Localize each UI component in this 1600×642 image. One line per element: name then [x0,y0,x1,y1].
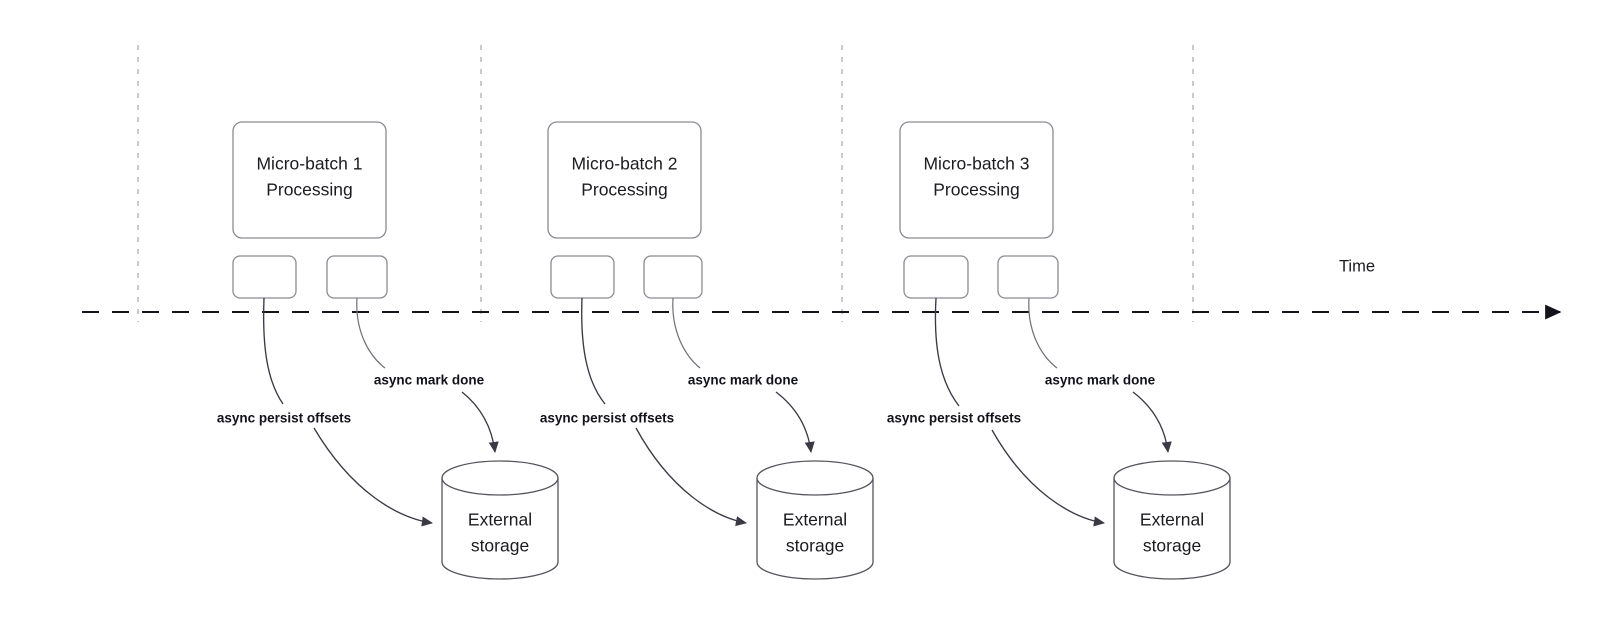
micro-batch-1-persist-connector-upper [262,297,284,405]
micro-batch-1-storage-label-line2: storage [471,536,529,556]
micro-batch-1-markdone-connector-upper [356,297,386,369]
micro-batch-3-storage-cylinder-body [1113,478,1231,580]
micro-batch-3-markdone-connector-lower [1132,391,1172,454]
micro-batch-3-external-storage[interactable]: External storage [1113,460,1231,580]
batch-group-2: Micro-batch 2 Processing async persist o… [540,121,874,580]
micro-batch-2-persist-label: async persist offsets [540,411,674,426]
micro-batch-2-title-line1: Micro-batch 2 [571,154,677,174]
batch-boundary-lines [137,45,1194,322]
micro-batch-1-persist-label: async persist offsets [217,411,351,426]
micro-batch-3-markdone-task-box[interactable] [997,255,1059,299]
micro-batch-2-persist-connector-upper [581,297,606,405]
micro-batch-1-external-storage[interactable]: External storage [441,460,559,580]
micro-batch-1-markdone-connector-lower [461,391,499,454]
micro-batch-3-storage-cylinder-top [1113,460,1231,496]
micro-batch-3-title-line1: Micro-batch 3 [923,154,1029,174]
micro-batch-2-markdone-connector-upper [672,297,701,369]
micro-batch-1-markdone-label: async mark done [374,373,485,388]
micro-batch-1-title-line1: Micro-batch 1 [256,154,362,174]
micro-batch-2-storage-cylinder-body [756,478,874,580]
micro-batch-1-persist-connector-lower [313,427,434,527]
micro-batch-2-markdone-task-box[interactable] [643,255,703,299]
micro-batch-2-box[interactable] [547,121,702,239]
micro-batch-3-storage-label-line2: storage [1143,536,1201,556]
micro-batch-1-markdone-task-box[interactable] [326,255,388,299]
micro-batch-3-markdone-connector-upper [1028,297,1058,369]
micro-batch-2-persist-connector-lower [635,427,747,527]
micro-batch-2-markdone-label: async mark done [688,373,799,388]
micro-batch-2-storage-label-line2: storage [786,536,844,556]
micro-batch-3-title-line2: Processing [933,180,1020,200]
micro-batch-2-external-storage[interactable]: External storage [756,460,874,580]
micro-batch-1-storage-cylinder-body [441,478,559,580]
micro-batch-1-box[interactable] [232,121,387,239]
micro-batch-3-storage-label-line1: External [1140,510,1204,530]
micro-batch-2-storage-label-line1: External [783,510,847,530]
micro-batch-2-persist-task-box[interactable] [550,255,615,299]
micro-batch-3-markdone-label: async mark done [1045,373,1156,388]
micro-batch-3-persist-connector-lower [991,429,1106,527]
micro-batch-1-title-line2: Processing [266,180,353,200]
micro-batch-1-storage-cylinder-top [441,460,559,496]
micro-batch-3-box[interactable] [899,121,1054,239]
micro-batch-2-title-line2: Processing [581,180,668,200]
time-axis: Time [82,257,1562,320]
batch-group-3: Micro-batch 3 Processing async persist o… [887,121,1231,580]
micro-batch-1-storage-label-line1: External [468,510,532,530]
micro-batch-2-storage-cylinder-top [756,460,874,496]
micro-batch-3-persist-connector-upper [934,297,960,407]
batch-group-1: Micro-batch 1 Processing async persist o… [217,121,559,580]
micro-batch-1-persist-task-box[interactable] [232,255,297,299]
micro-batch-3-persist-task-box[interactable] [903,255,969,299]
micro-batch-3-persist-label: async persist offsets [887,411,1021,426]
time-axis-label: Time [1339,257,1375,275]
micro-batch-2-markdone-connector-lower [775,391,815,454]
